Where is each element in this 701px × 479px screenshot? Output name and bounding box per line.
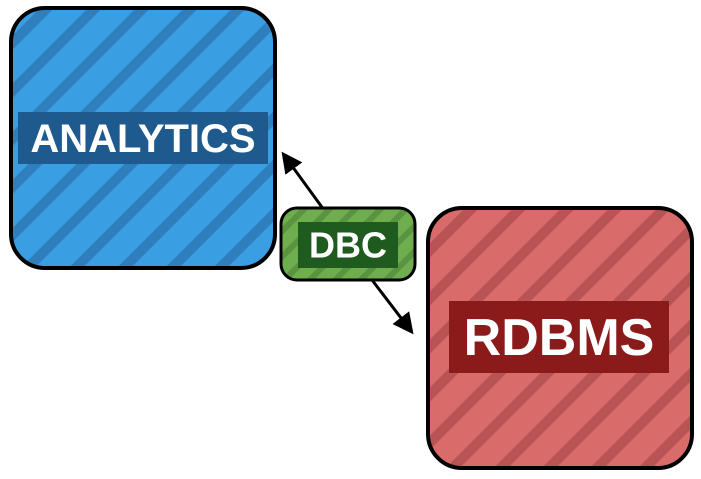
node-analytics-label: ANALYTICS xyxy=(30,117,255,161)
node-rdbms-label: RDBMS xyxy=(464,309,655,367)
node-dbc[interactable]: DBC xyxy=(279,206,417,282)
node-analytics-label-bg xyxy=(18,112,268,164)
arrow-dbc-to-analytics xyxy=(281,151,326,211)
node-dbc-label-bg xyxy=(298,222,398,268)
arrow-dbc-to-rdbms xyxy=(370,279,414,335)
node-dbc-label: DBC xyxy=(309,225,387,266)
node-rdbms[interactable]: RDBMS xyxy=(426,206,694,470)
node-rdbms-label-bg xyxy=(449,301,669,373)
node-analytics[interactable]: ANALYTICS xyxy=(9,6,277,270)
